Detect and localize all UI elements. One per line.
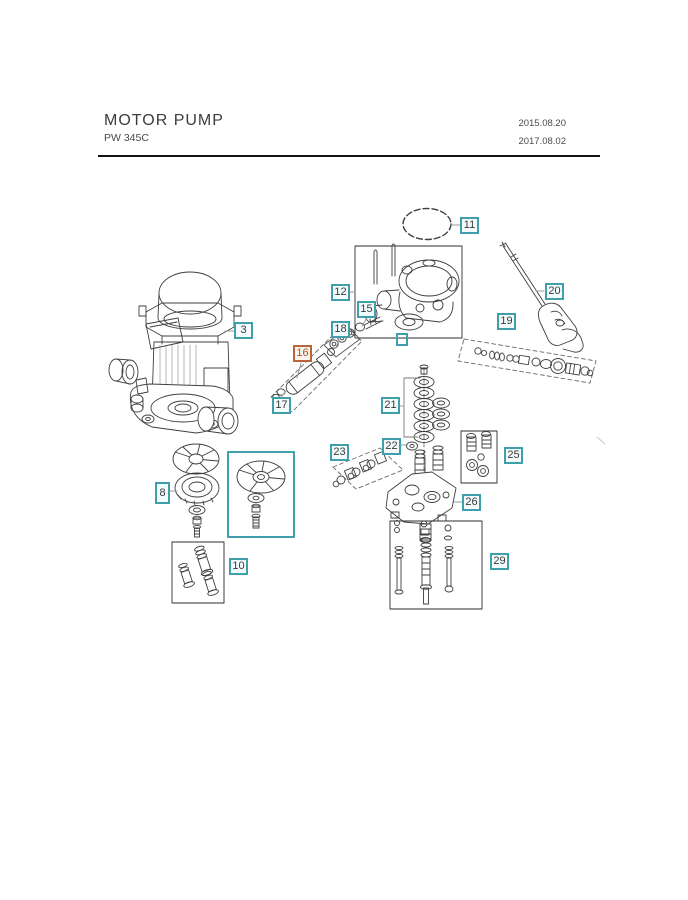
callout-3[interactable]: 3 — [234, 322, 253, 339]
motor-drawing — [108, 271, 242, 435]
callout-15[interactable]: 15 — [357, 301, 376, 318]
callout-16[interactable]: 16 — [293, 345, 312, 362]
callout-8[interactable]: 8 — [155, 482, 170, 504]
page-title: MOTOR PUMP — [104, 112, 224, 129]
o-ring-drawing — [402, 207, 452, 241]
callout-17[interactable]: 17 — [272, 397, 291, 414]
leader-lines — [169, 224, 545, 503]
callout-10[interactable]: 10 — [229, 558, 248, 575]
model-number: PW 345C — [104, 132, 149, 144]
plunger-kit-drawing — [178, 545, 219, 596]
callout-25[interactable]: 25 — [504, 447, 523, 464]
stud-kit-drawing — [394, 520, 454, 605]
header-divider — [98, 155, 600, 157]
callout-11[interactable]: 11 — [460, 217, 479, 234]
pump-head-drawing — [355, 243, 460, 332]
unloader-kit-drawing — [457, 338, 597, 384]
stray-mark — [596, 436, 606, 445]
group-box-highlight — [227, 451, 295, 538]
callout-23[interactable]: 23 — [330, 444, 349, 461]
swash-plate-drawing — [172, 443, 220, 538]
callout-22[interactable]: 22 — [382, 438, 401, 455]
callout-20[interactable]: 20 — [545, 283, 564, 300]
date-revised: 2017.08.02 — [518, 136, 566, 147]
callout-21[interactable]: 21 — [381, 397, 400, 414]
manifold-drawing — [385, 445, 457, 543]
selection-box[interactable] — [396, 333, 408, 346]
seal-stack-drawing — [403, 364, 450, 481]
group-box-29 — [389, 520, 483, 610]
callout-19[interactable]: 19 — [497, 313, 516, 330]
callout-29[interactable]: 29 — [490, 553, 509, 570]
piston-kit-drawing — [332, 447, 404, 490]
group-box-25 — [460, 430, 498, 484]
callout-12[interactable]: 12 — [331, 284, 350, 301]
handle-rod-drawing — [499, 241, 584, 353]
valve-fittings-drawing — [466, 431, 492, 477]
date-created: 2015.08.20 — [518, 118, 566, 129]
callout-26[interactable]: 26 — [462, 494, 481, 511]
fan-disc-kit-drawing — [236, 460, 286, 529]
group-box-10 — [171, 541, 225, 604]
callout-18[interactable]: 18 — [331, 321, 350, 338]
